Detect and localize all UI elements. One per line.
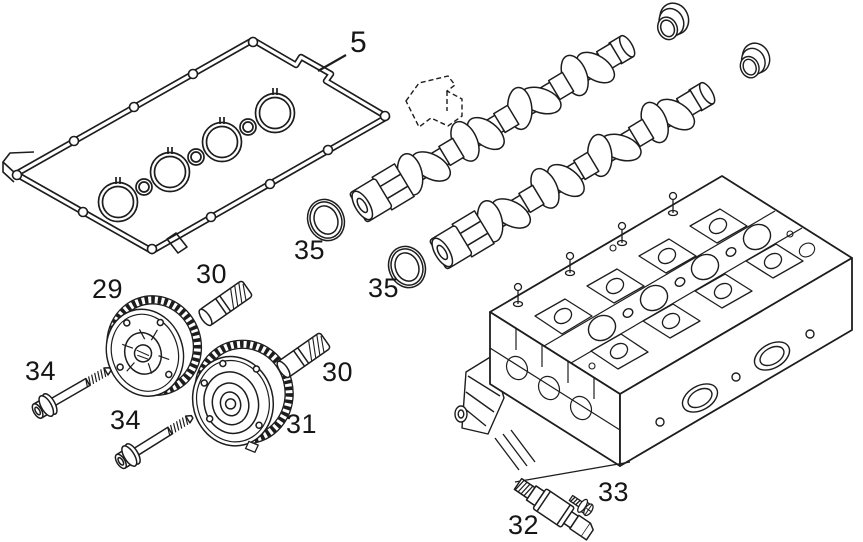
camshaft-end-cap-right [732,38,776,82]
cylinder-head [454,175,853,483]
callout-34-a: 34 [25,356,57,386]
leader-line-5 [317,54,347,72]
camshaft-adjuster-intake [105,295,203,397]
solenoid-screw [568,494,594,517]
callout-33: 33 [598,477,630,507]
camshaft-adjuster-exhaust [191,339,294,454]
leader-line-32 [514,461,631,483]
intake-camshaft [342,20,646,233]
camshaft-end-cap-left [649,0,695,44]
phantom-bracket [405,75,463,129]
callout-30-a: 30 [196,259,228,289]
callout-34-b: 34 [110,405,142,435]
callout-5: 5 [350,26,368,59]
callout-35-b: 35 [368,273,400,303]
callout-29: 29 [92,274,124,304]
camshaft-solenoid-valve [513,477,594,541]
callout-30-b: 30 [322,357,354,387]
callout-35-a: 35 [294,235,326,265]
valve-cover-gasket [2,36,391,255]
callout-32: 32 [508,510,540,540]
callout-31: 31 [286,409,318,439]
